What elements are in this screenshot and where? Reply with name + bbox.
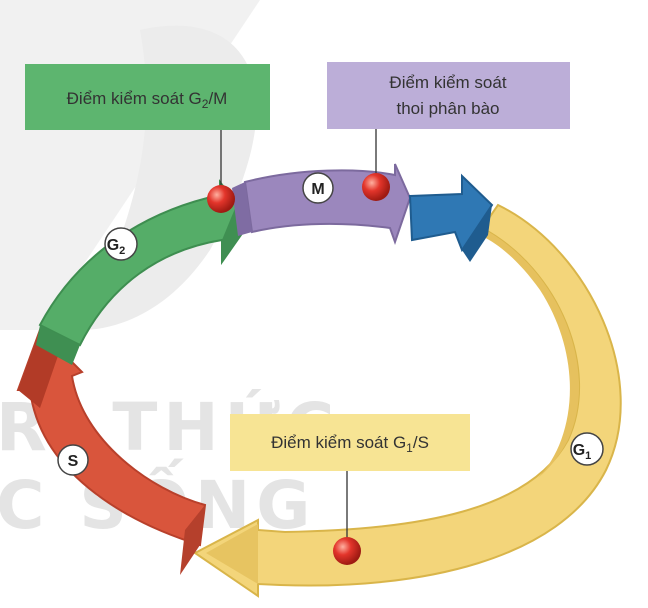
checkpoint-spindle: Điểm kiểm soát thoi phân bào xyxy=(327,62,570,201)
phase-arrow-g2 xyxy=(36,179,252,365)
checkpoint-spindle-label-line2: thoi phân bào xyxy=(396,99,499,118)
g1-arrowhead-side xyxy=(206,524,258,584)
checkpoint-spindle-label-line1: Điểm kiểm soát xyxy=(389,73,506,92)
phase-label-m: M xyxy=(302,172,334,204)
m-arc-end xyxy=(232,182,252,236)
phase-label-s: S xyxy=(57,444,89,476)
phase-arrow-g1 xyxy=(193,203,622,598)
checkpoint-spindle-marker xyxy=(362,173,390,201)
cytokinesis-arrowhead-side xyxy=(462,205,492,262)
phase-text-m: M xyxy=(311,181,324,198)
checkpoint-g2m-marker xyxy=(207,185,235,213)
s-arc-end xyxy=(180,505,205,575)
checkpoint-g1s-marker xyxy=(333,537,361,565)
checkpoint-g1s-label: Điểm kiểm soát G1/S xyxy=(271,433,429,455)
phase-text-s: S xyxy=(68,453,79,470)
checkpoint-g2m-box xyxy=(25,64,270,130)
g2-arc-end xyxy=(36,325,80,365)
checkpoint-g2m: Điểm kiểm soát G2/M xyxy=(25,64,270,213)
checkpoint-g1s: Điểm kiểm soát G1/S xyxy=(230,414,470,565)
checkpoint-spindle-box xyxy=(327,62,570,129)
phase-text-g1: G1 xyxy=(573,442,592,462)
phase-text-g2: G2 xyxy=(107,237,126,257)
phase-label-g2: G2 xyxy=(104,227,138,261)
phase-circle-m xyxy=(302,172,334,204)
phase-circle-g1 xyxy=(570,432,604,466)
phase-circle-g2 xyxy=(104,227,138,261)
phase-label-g1: G1 xyxy=(570,432,604,466)
checkpoint-g1s-box xyxy=(230,414,470,471)
phase-arrow-cytokinesis xyxy=(408,173,494,262)
checkpoint-g2m-label: Điểm kiểm soát G2/M xyxy=(67,89,228,111)
phase-circle-s xyxy=(57,444,89,476)
